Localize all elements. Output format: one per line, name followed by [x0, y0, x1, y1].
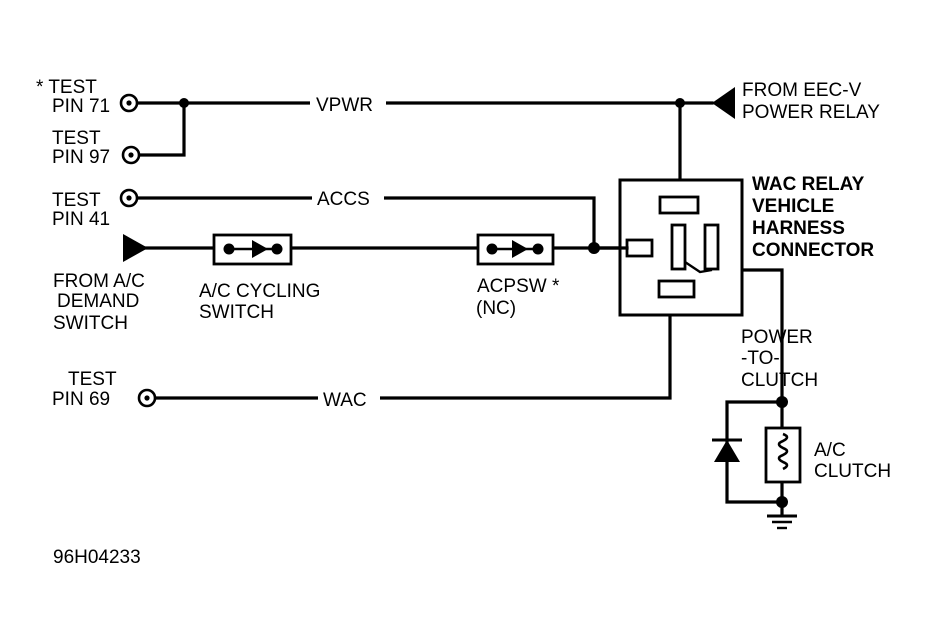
relay-terminal-left	[625, 238, 654, 258]
wac-label: WAC	[323, 390, 367, 411]
test-pin-69-terminal	[137, 388, 157, 408]
relay-connector-label-line4: CONNECTOR	[752, 240, 874, 261]
relay-terminal-top	[658, 195, 700, 215]
power-to-clutch-label-line1: POWER	[741, 327, 813, 348]
test-pin-71-label-line1: * TEST	[36, 77, 97, 98]
relay-terminal-right	[703, 223, 720, 271]
test-pin-69-label-line1: TEST	[68, 369, 117, 390]
from-eec-label-line1: FROM EEC-V	[742, 80, 862, 101]
from-ac-demand-label-line1: FROM A/C	[53, 271, 145, 292]
figure-id-label: 96H04233	[53, 547, 141, 568]
relay-connector-label-line3: HARNESS	[752, 218, 845, 239]
relay-connector-label-line1: WAC RELAY	[752, 174, 865, 195]
test-pin-69-label-line2: PIN 69	[52, 389, 110, 410]
test-pin-97-terminal	[121, 145, 141, 165]
test-pin-41-label-line2: PIN 41	[52, 209, 110, 230]
accs-junction-dot	[588, 242, 600, 254]
suppression-diode-symbol	[712, 438, 742, 462]
from-ac-demand-label-line3: SWITCH	[53, 313, 128, 334]
from-ac-demand-label-line2: DEMAND	[57, 291, 139, 312]
test-pin-97-label-line1: TEST	[52, 128, 101, 149]
clutch-bottom-junction-dot	[776, 496, 788, 508]
power-to-clutch-label-line3: CLUTCH	[741, 370, 818, 391]
power-to-clutch-label-line2: -TO-	[741, 348, 780, 369]
from-eec-arrow-icon	[712, 87, 735, 119]
test-pin-97-label-line2: PIN 97	[52, 147, 110, 168]
ac-clutch-label-line1: A/C	[814, 440, 846, 461]
test-pin-71-label-line2: PIN 71	[52, 96, 110, 117]
clutch-top-junction-dot	[776, 396, 788, 408]
relay-junction-dot	[675, 98, 685, 108]
vpwr-label: VPWR	[316, 95, 373, 116]
ac-clutch-coil-symbol	[764, 426, 802, 484]
test-pin-41-label-line1: TEST	[52, 190, 101, 211]
ac-cycling-switch-symbol	[212, 233, 293, 266]
acpsw-switch-symbol	[476, 233, 555, 266]
from-demand-arrow-icon	[123, 234, 148, 262]
pin97-jumper-wire	[136, 101, 186, 157]
vpwr-junction-dot	[179, 98, 189, 108]
relay-terminal-bottom	[657, 279, 696, 299]
relay-connector-label-line2: VEHICLE	[752, 196, 834, 217]
ac-cycling-switch-label-line1: A/C CYCLING	[199, 281, 320, 302]
from-eec-label-line2: POWER RELAY	[742, 102, 880, 123]
ac-cycling-switch-label-line2: SWITCH	[199, 302, 274, 323]
acpsw-label-line2: (NC)	[476, 298, 516, 319]
test-pin-41-terminal	[119, 188, 139, 208]
ground-icon	[767, 514, 797, 530]
test-pin-71-terminal	[119, 93, 139, 113]
accs-label: ACCS	[317, 189, 370, 210]
acpsw-label-line1: ACPSW *	[477, 276, 560, 297]
relay-terminal-center	[670, 223, 687, 271]
accs-wire	[136, 196, 596, 248]
wac-relay-connector	[618, 178, 744, 317]
ac-clutch-label-line2: CLUTCH	[814, 461, 891, 482]
